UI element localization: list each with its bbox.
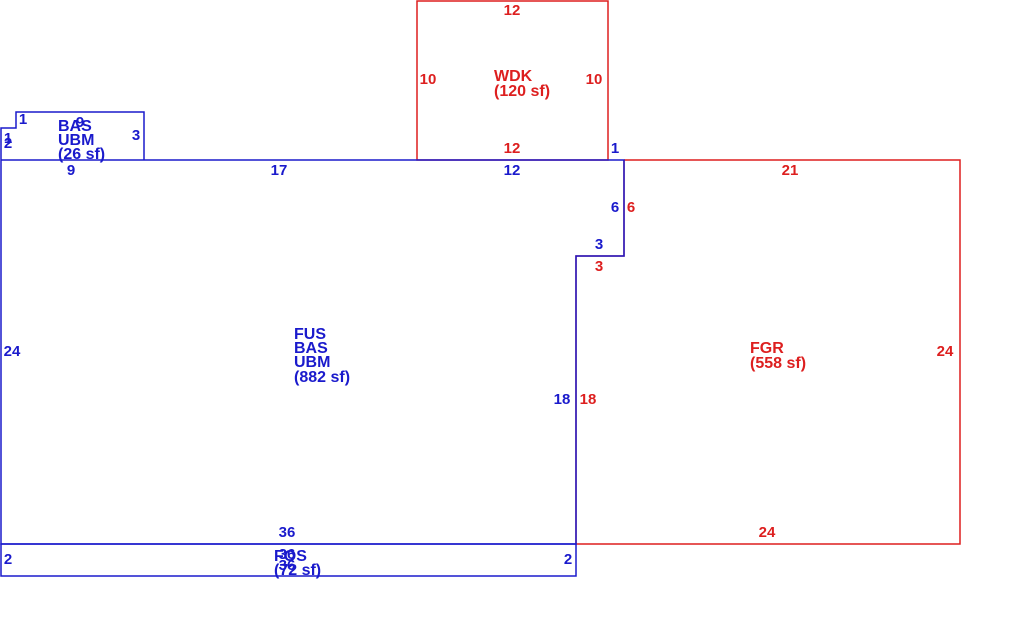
dim-main-bottom: 36 <box>279 524 296 541</box>
dim-fgr-bottom: 24 <box>759 524 776 541</box>
fgr-label-code: FGR <box>750 340 784 357</box>
fgr-label-area: (558 sf) <box>750 355 806 372</box>
dim-fgr-step: 3 <box>595 258 603 275</box>
bas-small-label-1: BAS <box>58 118 92 135</box>
dim-fgr-right: 24 <box>937 343 954 360</box>
dim-bas-stub-top: 1 <box>4 130 12 147</box>
fos-outline <box>0 543 577 577</box>
dim-fos-top: 36 <box>279 546 296 563</box>
dim-main-right-upper: 6 <box>611 199 619 216</box>
fos-label-code: FOS <box>274 548 307 565</box>
dim-main-left: 24 <box>4 343 21 360</box>
dim-fos-right: 2 <box>564 551 572 568</box>
dim-wdk-right: 10 <box>586 71 603 88</box>
wdk-label-area: (120 sf) <box>494 83 550 100</box>
dim-fos-bottom: 36 <box>279 557 296 574</box>
main-label-3: UBM <box>294 354 330 371</box>
dim-wdk-top: 12 <box>504 2 521 19</box>
dim-wdk-bottom: 12 <box>504 140 521 157</box>
dim-bas-top-inner: 9 <box>76 114 84 131</box>
dim-main-top: 17 <box>271 162 288 179</box>
dim-bas-stub-left: 2 <box>4 135 12 152</box>
bas-small-label-area: (26 sf) <box>58 146 105 163</box>
dim-fgr-left-upper: 6 <box>627 199 635 216</box>
main-label-1: FUS <box>294 326 326 343</box>
dim-fgr-top: 21 <box>782 162 799 179</box>
dim-fos-left: 2 <box>4 551 12 568</box>
fos-label-area: (72 sf) <box>274 562 321 579</box>
dim-main-top-right: 12 <box>504 162 521 179</box>
dim-fgr-left-lower: 18 <box>580 391 597 408</box>
dim-bas-bottom: 9 <box>67 162 75 179</box>
dim-main-step: 3 <box>595 236 603 253</box>
bas-small-label-2: UBM <box>58 132 94 149</box>
main-label-area: (882 sf) <box>294 369 350 386</box>
main-label-2: BAS <box>294 340 328 357</box>
bas-small-outline <box>0 111 145 160</box>
dim-main-notch: 1 <box>611 140 619 157</box>
wdk-label-code: WDK <box>494 68 533 85</box>
dim-wdk-left: 10 <box>420 71 437 88</box>
dim-bas-right: 3 <box>132 127 140 144</box>
dim-main-right-lower: 18 <box>554 391 571 408</box>
dim-bas-top: 1 <box>19 111 27 128</box>
